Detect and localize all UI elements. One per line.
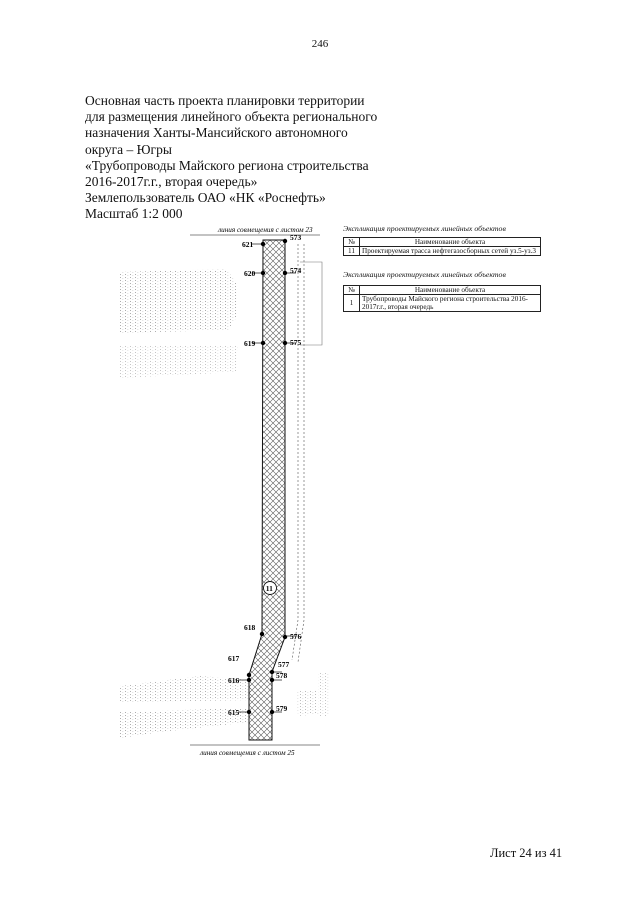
point-label-615: 615 — [228, 708, 240, 717]
point-615 — [246, 709, 252, 715]
legend-header-name: Наименование объекта — [359, 285, 541, 295]
point-574 — [282, 270, 288, 276]
legend-row-name: Проектируемая трасса нефтегазосборных се… — [359, 246, 541, 256]
title-line: округа – Югры — [85, 141, 172, 157]
point-578 — [269, 677, 275, 683]
legend-header-name: Наименование объекта — [359, 237, 541, 247]
point-label-617: 617 — [228, 654, 240, 663]
existing-utility-line — [291, 244, 323, 663]
terrain-area — [120, 269, 330, 738]
point-617 — [246, 672, 252, 678]
point-label-575: 575 — [290, 338, 302, 347]
legend-header-no: № — [343, 237, 360, 247]
point-619 — [260, 340, 266, 346]
point-579 — [269, 709, 275, 715]
survey-points — [246, 238, 288, 715]
station-ticks — [238, 243, 296, 713]
legend-planned-table: № Наименование объекта 1 Трубопроводы Ма… — [343, 285, 541, 312]
legend-projected-title: Экспликация проектируемых линейных объек… — [343, 224, 506, 233]
point-label-576: 576 — [290, 632, 302, 641]
title-line: назначения Ханты-Мансийского автономного — [85, 125, 348, 141]
point-621 — [260, 241, 266, 247]
point-573 — [282, 238, 288, 244]
sheet-footer: Лист 24 из 41 — [490, 846, 563, 860]
point-616 — [246, 677, 252, 683]
match-line-bottom-label: линия совмещения с листом 25 — [199, 749, 295, 757]
legend-projected-table: № Наименование объекта 11 Проектируемая … — [343, 237, 541, 256]
point-label-574: 574 — [290, 266, 302, 275]
point-label-618: 618 — [244, 623, 256, 632]
page-number: 246 — [311, 38, 329, 50]
landowner-line: Землепользователь ОАО «НК «Роснефть» — [85, 190, 326, 206]
pipeline-corridor — [248, 239, 286, 741]
legend-row-name: Трубопроводы Майского региона строительс… — [359, 294, 541, 312]
legend-row-no: 1 — [343, 294, 360, 312]
point-575 — [282, 340, 288, 346]
point-labels: 621 573 620 574 619 575 618 576 617 577 … — [228, 233, 302, 717]
title-block: Основная часть проекта планировки террит… — [85, 93, 377, 223]
point-label-620: 620 — [244, 269, 256, 278]
match-line-top-label: линия совмещения с листом 23 — [217, 226, 313, 234]
point-label-579: 579 — [276, 704, 288, 713]
legend-planned-title: Экспликация проектируемых линейных объек… — [343, 270, 506, 279]
point-label-616: 616 — [228, 676, 240, 685]
point-576 — [282, 634, 288, 640]
object-marker-label: 11 — [266, 584, 273, 593]
point-577 — [269, 669, 275, 675]
title-line: «Трубопроводы Майского региона строитель… — [85, 157, 369, 173]
title-line: Основная часть проекта планировки террит… — [85, 93, 365, 108]
point-label-621: 621 — [242, 240, 254, 249]
legend-row-no: 11 — [343, 246, 360, 256]
scale-line: Масштаб 1:2 000 — [85, 206, 183, 222]
object-marker — [263, 581, 277, 595]
point-618 — [259, 631, 265, 637]
point-label-619: 619 — [244, 339, 256, 348]
point-label-578: 578 — [276, 671, 288, 680]
title-line: 2016-2017г.г., вторая очередь» — [85, 174, 258, 190]
point-label-573: 573 — [290, 233, 302, 242]
point-label-577: 577 — [278, 660, 290, 669]
legend-header-no: № — [343, 285, 360, 295]
title-line: для размещения линейного объекта региона… — [85, 109, 378, 125]
point-620 — [260, 270, 266, 276]
